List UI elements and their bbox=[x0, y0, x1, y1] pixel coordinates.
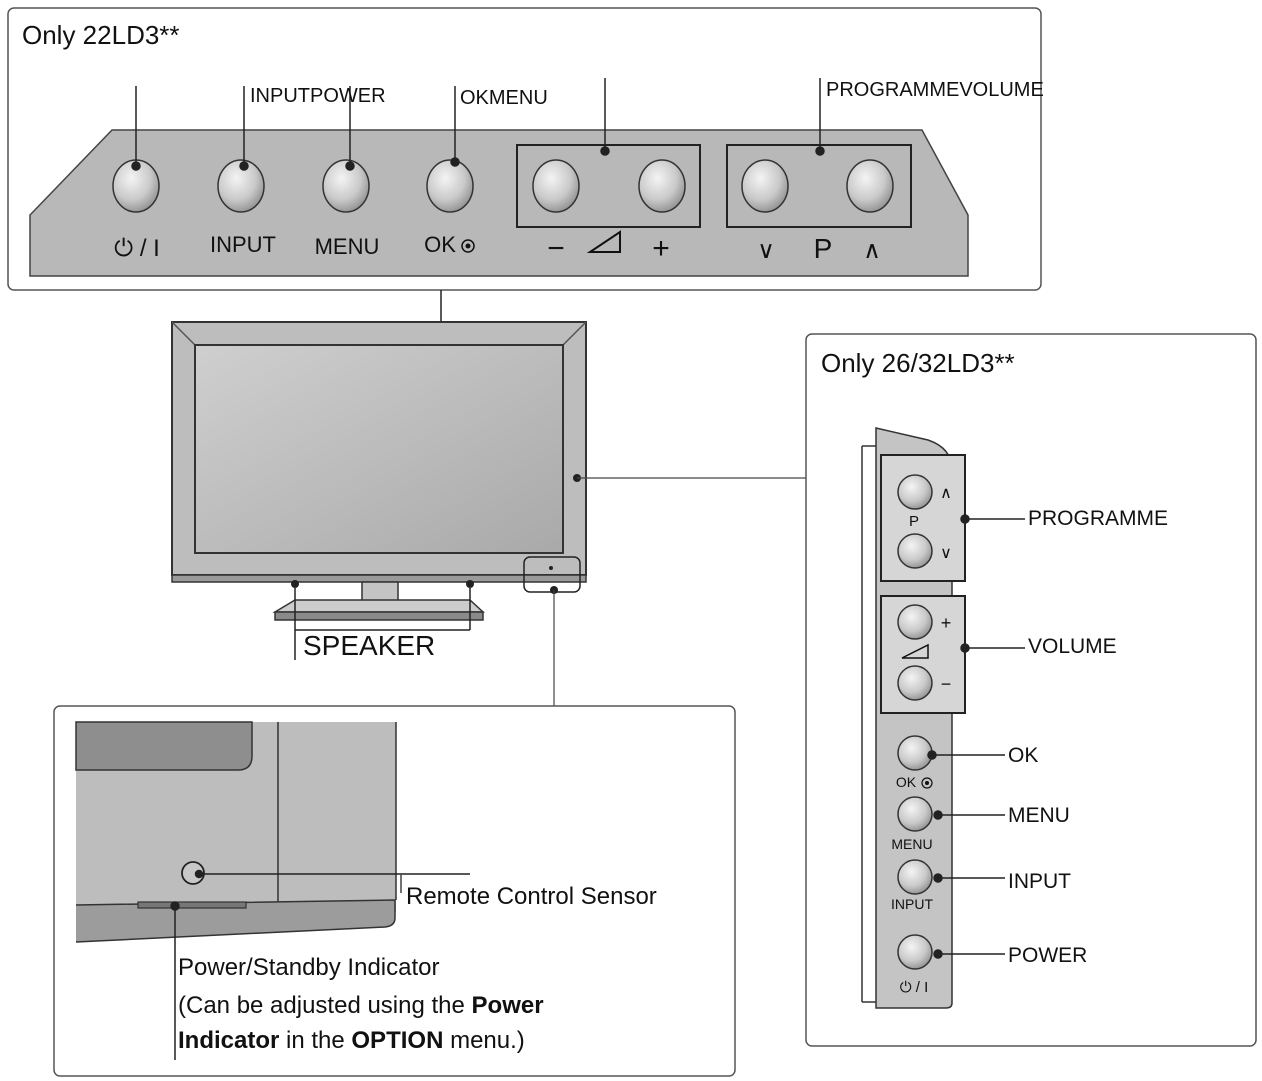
side-panel-frame bbox=[805, 333, 1257, 1047]
indicator-label: Power/Standby Indicator bbox=[178, 954, 439, 981]
programme-up-label: ∧ bbox=[863, 237, 881, 264]
indicator-note-line1: (Can be adjusted using the Power bbox=[178, 992, 544, 1019]
programme-group-box bbox=[726, 144, 912, 228]
callout-input-power: INPUTPOWER bbox=[250, 85, 386, 107]
detail-leaders bbox=[170, 869, 470, 1060]
top-panel-heading: Only 22LD3** bbox=[22, 20, 180, 50]
programme-up-button[interactable] bbox=[846, 159, 894, 213]
side-volume-wedge-icon bbox=[901, 643, 929, 659]
volume-up-button[interactable] bbox=[638, 159, 686, 213]
side-callout-input: INPUT bbox=[1008, 870, 1071, 893]
speaker-left-dot bbox=[291, 580, 299, 588]
programme-letter-label: P bbox=[814, 233, 833, 264]
top-leaders bbox=[131, 78, 825, 171]
callout-ok-menu: OKMENU bbox=[460, 87, 548, 109]
side-up-symbol: ∧ bbox=[940, 485, 952, 502]
callout-programme-volume: PROGRAMMEVOLUME bbox=[826, 79, 1044, 101]
tv-screen bbox=[194, 344, 564, 554]
side-callout-programme: PROGRAMME bbox=[1028, 507, 1168, 530]
side-ok-label: OK bbox=[896, 774, 917, 790]
tv-stand-top bbox=[272, 599, 485, 613]
input-label: INPUT bbox=[210, 232, 276, 257]
remote-sensor-window bbox=[181, 861, 205, 885]
speaker-label: SPEAKER bbox=[303, 630, 435, 661]
side-panel: Only 26/32LD3** ∧ P ∨ + − OK bbox=[805, 333, 1257, 1047]
detail-panel: Remote Control Sensor Power/Standby Indi… bbox=[53, 705, 736, 1077]
side-input-label: INPUT bbox=[891, 896, 933, 912]
volume-group-box bbox=[516, 144, 701, 228]
volume-minus-label: − bbox=[547, 232, 565, 265]
power-indicator-led bbox=[137, 901, 247, 909]
detail-panel-frame bbox=[53, 705, 736, 1077]
menu-button[interactable] bbox=[322, 159, 370, 213]
indicator-note-line2: Indicator in the OPTION menu.) bbox=[178, 1027, 525, 1054]
remote-sensor-label: Remote Control Sensor bbox=[406, 883, 657, 910]
side-ok-dot-icon bbox=[921, 777, 933, 789]
side-programme-up-button[interactable] bbox=[897, 474, 933, 510]
programme-down-button[interactable] bbox=[741, 159, 789, 213]
side-leaders bbox=[927, 514, 1025, 959]
side-callout-menu: MENU bbox=[1008, 804, 1070, 827]
side-programme-down-button[interactable] bbox=[897, 533, 933, 569]
side-menu-button[interactable] bbox=[897, 796, 933, 832]
side-buttons bbox=[897, 474, 933, 970]
side-callout-volume: VOLUME bbox=[1028, 635, 1117, 658]
volume-plus-label: + bbox=[652, 232, 670, 265]
input-button[interactable] bbox=[217, 159, 265, 213]
side-volume-up-button[interactable] bbox=[897, 604, 933, 640]
ok-button[interactable] bbox=[426, 159, 474, 213]
tv-set bbox=[171, 321, 587, 621]
top-buttons bbox=[112, 159, 894, 213]
side-power-label: ⏻ / I bbox=[900, 979, 929, 996]
closeup-screen-corner bbox=[75, 721, 253, 771]
programme-down-label: ∨ bbox=[757, 237, 775, 264]
volume-wedge-icon bbox=[586, 230, 621, 253]
speaker-right-dot bbox=[466, 580, 474, 588]
side-input-button[interactable] bbox=[897, 859, 933, 895]
side-panel-heading: Only 26/32LD3** bbox=[821, 348, 1015, 378]
tv-stand-base bbox=[274, 611, 484, 621]
side-volume-down-button[interactable] bbox=[897, 665, 933, 701]
side-down-symbol: ∨ bbox=[940, 545, 952, 562]
top-panel-frame bbox=[7, 7, 1042, 291]
closeup-bottom-strip bbox=[75, 899, 396, 943]
side-plus-symbol: + bbox=[941, 613, 952, 633]
side-ok-button[interactable] bbox=[897, 735, 933, 771]
side-minus-symbol: − bbox=[941, 674, 952, 694]
control-bar bbox=[29, 129, 969, 277]
speaker-leaders bbox=[294, 588, 471, 660]
menu-label: MENU bbox=[315, 234, 380, 259]
volume-down-button[interactable] bbox=[532, 159, 580, 213]
ok-dot-icon bbox=[461, 239, 475, 253]
top-panel: Only 22LD3** INPUTPOWER OKMEN bbox=[7, 7, 1044, 291]
side-power-button[interactable] bbox=[897, 934, 933, 970]
ok-label: OK bbox=[424, 232, 456, 257]
side-callout-power: POWER bbox=[1008, 944, 1087, 967]
side-p-label: P bbox=[909, 513, 919, 530]
power-label: ⏻ / I bbox=[114, 235, 160, 262]
side-menu-label: MENU bbox=[891, 836, 932, 852]
side-callout-ok: OK bbox=[1008, 744, 1038, 767]
